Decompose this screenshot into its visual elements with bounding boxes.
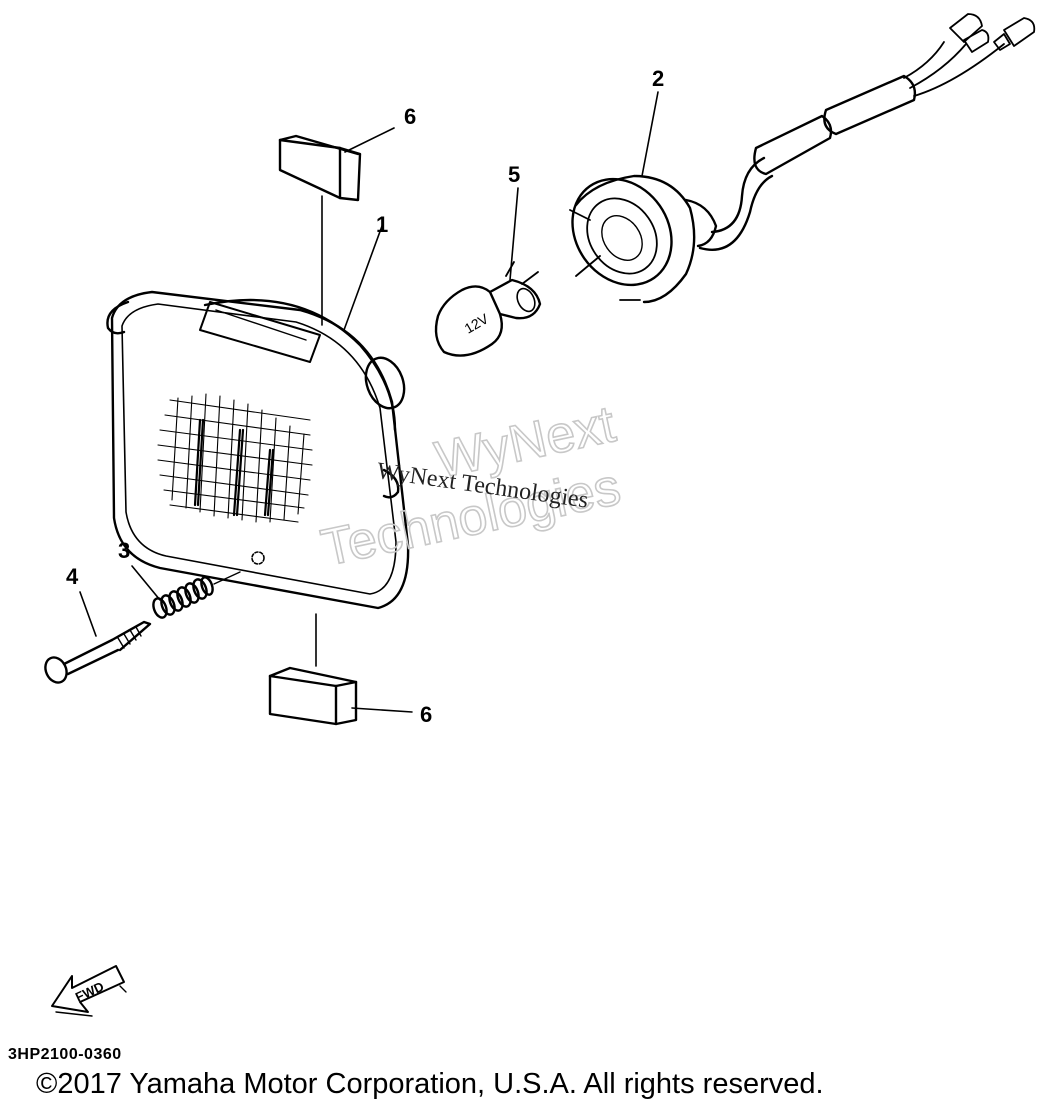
bulb — [434, 261, 542, 357]
bulb-socket — [569, 13, 1036, 304]
damper-top — [278, 134, 362, 202]
fwd-arrow-icon — [51, 965, 127, 1017]
diagram-part-code: 3HP2100-0360 — [8, 1046, 122, 1063]
callout-damper-bottom: 6 — [420, 702, 432, 727]
spring — [152, 576, 214, 619]
adjusting-screw — [44, 620, 152, 684]
damper-bottom — [268, 666, 358, 726]
fwd-label: FWD — [73, 979, 106, 1005]
callout-spring: 3 — [118, 538, 130, 563]
leader-lines — [79, 91, 659, 713]
callout-headlight: 1 — [376, 212, 388, 237]
lens-pattern — [157, 393, 313, 523]
watermark: WyNext Technologies WyNext Technologies — [316, 394, 627, 578]
bulb-marking: 12V — [462, 310, 492, 337]
callout-damper-top: 6 — [404, 104, 416, 129]
copyright-notice: ©2017 Yamaha Motor Corporation, U.S.A. A… — [36, 1068, 824, 1100]
headlight-assembly — [106, 290, 410, 610]
callout-socket: 2 — [652, 66, 664, 91]
callout-bulb: 5 — [508, 162, 520, 187]
callout-screw: 4 — [66, 564, 79, 589]
